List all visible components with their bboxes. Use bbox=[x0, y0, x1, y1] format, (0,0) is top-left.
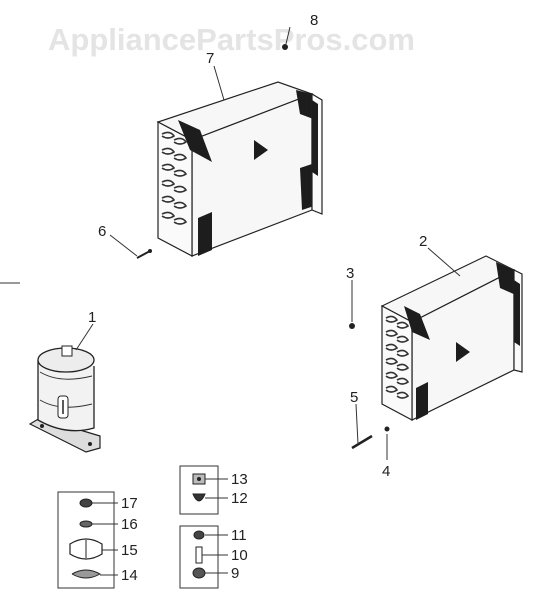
callout-1: 1 bbox=[88, 309, 96, 326]
lower-coil-assembly bbox=[380, 255, 523, 421]
part-10-sleeve bbox=[195, 546, 203, 564]
callout-6: 6 bbox=[98, 223, 106, 240]
part-11-washer bbox=[193, 530, 205, 540]
callout-12: 12 bbox=[231, 490, 248, 507]
callout-7: 7 bbox=[206, 50, 214, 67]
lower-coil-arrow-icon bbox=[456, 342, 470, 362]
watermark-text: AppliancePartsPros.com bbox=[48, 22, 415, 57]
upper-coil-u-bends bbox=[161, 131, 188, 225]
lower-coil-band-right bbox=[496, 262, 518, 296]
part-12-grommet bbox=[192, 493, 206, 502]
callout-9: 9 bbox=[231, 565, 239, 582]
lower-coil-band-bottom bbox=[416, 382, 428, 420]
part-5-rod bbox=[351, 434, 373, 450]
part-4-screw bbox=[384, 426, 390, 432]
upper-coil-band-bottom bbox=[198, 212, 212, 256]
callout-13: 13 bbox=[231, 471, 248, 488]
part-9-grommet bbox=[192, 567, 206, 579]
callout-8: 8 bbox=[310, 12, 318, 29]
kit-9-11-frame bbox=[179, 525, 219, 589]
lower-coil-u-bends bbox=[385, 315, 410, 399]
upper-coil-arrow-icon bbox=[254, 140, 268, 160]
upper-coil-assembly bbox=[156, 81, 323, 257]
callouts: 8 7 6 2 3 1 5 4 13 12 11 10 9 17 16 15 1… bbox=[88, 12, 427, 584]
callout-10: 10 bbox=[231, 547, 248, 564]
part-3-screw bbox=[349, 323, 355, 329]
upper-coil-band-right bbox=[296, 90, 316, 120]
part-8-screw bbox=[282, 44, 288, 50]
callout-5: 5 bbox=[350, 389, 358, 406]
part-17-nut bbox=[79, 498, 93, 508]
upper-coil-side-shadow bbox=[312, 100, 318, 176]
callout-14: 14 bbox=[121, 567, 138, 584]
callout-15: 15 bbox=[121, 542, 138, 559]
kit-9-10-11 bbox=[179, 525, 219, 589]
kit-12-13 bbox=[179, 465, 219, 515]
upper-coil-band-top bbox=[178, 120, 212, 162]
compressor bbox=[28, 345, 101, 453]
callout-17: 17 bbox=[121, 495, 138, 512]
lower-coil-side-shadow bbox=[514, 280, 520, 346]
compressor-fitting bbox=[61, 345, 73, 357]
part-6-screw bbox=[136, 249, 152, 259]
lower-coil-band-top bbox=[404, 306, 430, 340]
kit-12-13-frame bbox=[179, 465, 219, 515]
callout-16: 16 bbox=[121, 516, 138, 533]
leader-lines bbox=[0, 26, 461, 576]
kit-14-17 bbox=[57, 491, 115, 589]
callout-3: 3 bbox=[346, 265, 354, 282]
upper-coil-band-lower-right bbox=[300, 164, 314, 210]
part-16-washer bbox=[79, 520, 93, 528]
compressor-shell bbox=[37, 360, 95, 432]
callout-11: 11 bbox=[231, 527, 247, 544]
kit-14-17-frame bbox=[57, 491, 115, 589]
callout-2: 2 bbox=[419, 233, 427, 250]
callout-4: 4 bbox=[382, 463, 390, 480]
part-14-clip bbox=[71, 569, 102, 579]
